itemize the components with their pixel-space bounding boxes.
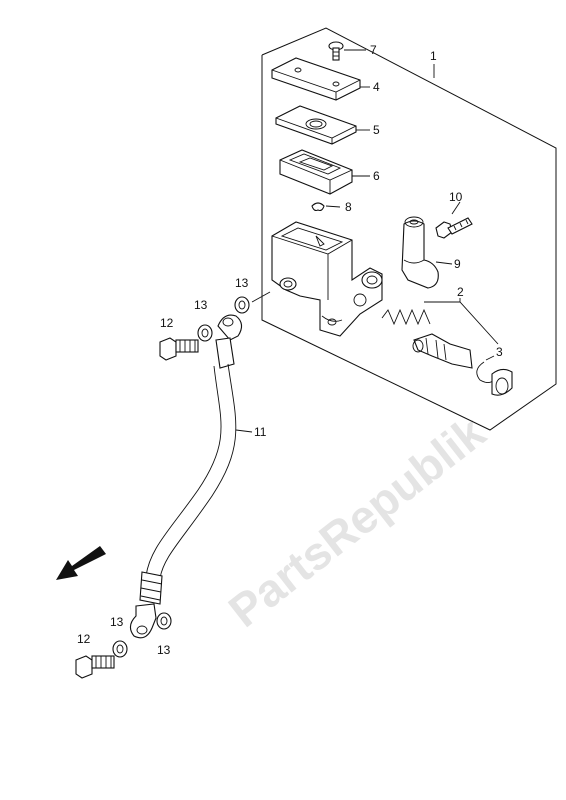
callout-10: 10 (449, 190, 463, 204)
banjo-bolt-upper[interactable] (159, 337, 199, 361)
reservoir-cap[interactable] (271, 57, 361, 101)
callouts: 1 7 4 5 6 8 10 9 2 3 13 13 12 11 13 12 1… (77, 43, 503, 657)
callout-2: 2 (457, 285, 464, 299)
watermark: PartsRepublik (219, 405, 495, 637)
diaphragm-plate[interactable] (275, 105, 357, 145)
assembly-outline-box (261, 27, 557, 431)
callout-13-upper-a: 13 (235, 276, 249, 290)
handlebar-clamp[interactable] (401, 216, 439, 289)
dust-boot[interactable] (491, 368, 513, 396)
piston-set[interactable] (381, 308, 473, 369)
callout-5: 5 (373, 123, 380, 137)
callout-1: 1 (430, 49, 437, 63)
master-cylinder-body[interactable] (271, 221, 383, 337)
brake-hose[interactable] (129, 314, 243, 639)
callout-12-upper: 12 (160, 316, 174, 330)
callout-6: 6 (373, 169, 380, 183)
callout-11: 11 (254, 425, 267, 439)
leader-lines (235, 49, 499, 433)
washer-upper-b[interactable] (197, 324, 213, 342)
callout-13-lower-a: 13 (110, 615, 124, 629)
callout-7: 7 (370, 43, 377, 57)
front-arrow-icon (56, 546, 106, 580)
callout-12-lower: 12 (77, 632, 91, 646)
callout-3: 3 (496, 345, 503, 359)
washer-upper-a[interactable] (234, 296, 250, 314)
callout-4: 4 (373, 80, 380, 94)
washer-lower-b[interactable] (156, 612, 172, 630)
callout-13-upper-b: 13 (194, 298, 208, 312)
banjo-bolt-lower[interactable] (75, 655, 115, 679)
callout-8: 8 (345, 200, 352, 214)
float-clip[interactable] (311, 202, 325, 212)
clamp-bolt[interactable] (435, 217, 473, 239)
callout-9: 9 (454, 257, 461, 271)
reservoir-cap-screw[interactable] (328, 41, 344, 61)
callout-13-lower-b: 13 (157, 643, 171, 657)
washer-lower-a[interactable] (112, 640, 128, 658)
diaphragm[interactable] (279, 149, 353, 195)
